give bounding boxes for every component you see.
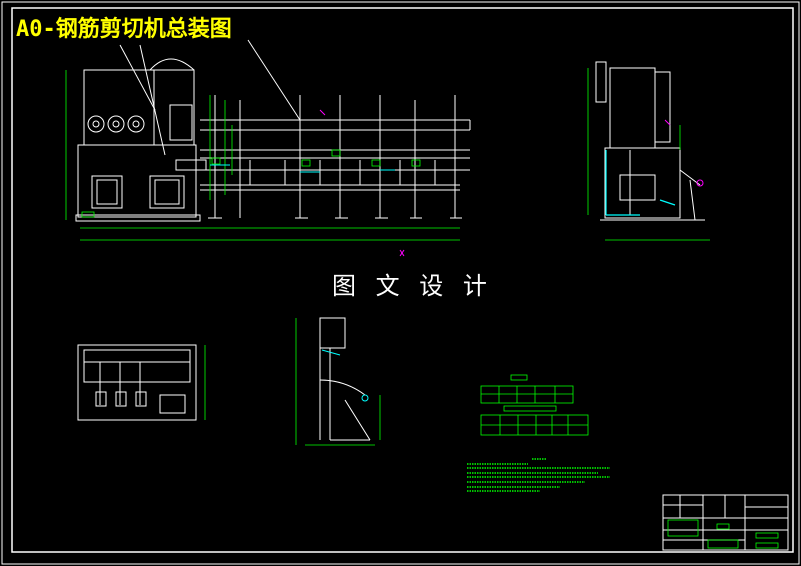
front-view-markers <box>319 109 405 257</box>
front-view-dimensions <box>65 70 460 241</box>
left-view-accents <box>321 349 369 402</box>
front-view-accents <box>210 164 395 173</box>
side-view-accents <box>605 150 676 216</box>
left-view <box>319 317 371 441</box>
center-caption: 图 文 设 计 <box>332 272 493 300</box>
drawing-title: A0-钢筋剪切机总装图 <box>16 16 232 42</box>
parts-table-upper <box>480 374 574 404</box>
inner-frame <box>11 7 794 553</box>
title-block-entries <box>667 519 779 549</box>
side-view <box>595 61 705 221</box>
side-view-dimensions <box>587 68 710 241</box>
title-block <box>662 494 789 551</box>
left-view-dimensions <box>295 318 381 446</box>
top-view <box>77 344 197 421</box>
side-view-markers <box>664 119 704 187</box>
technical-notes-block <box>467 458 610 492</box>
front-view <box>75 39 471 222</box>
parts-table-lower <box>480 405 589 436</box>
